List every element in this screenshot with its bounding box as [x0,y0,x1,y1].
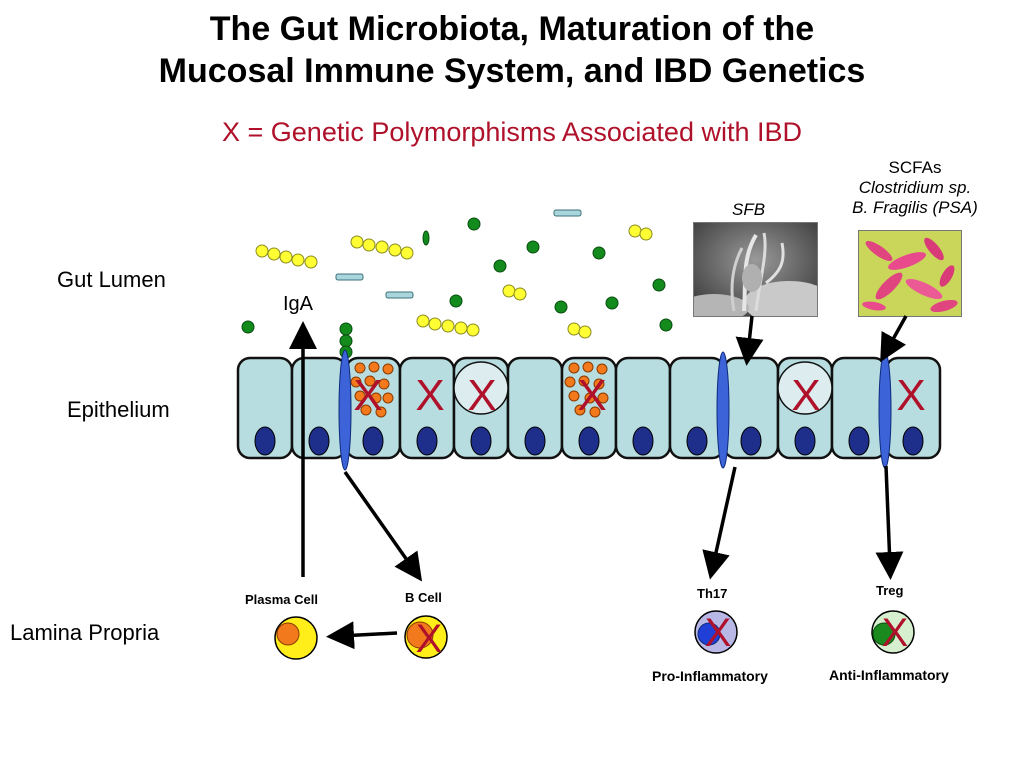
epithelial-cell [236,356,294,460]
yellow-chain [350,235,414,260]
pro-inflammatory-label: Pro-Inflammatory [652,668,768,684]
plasma-cell-label: Plasma Cell [245,592,318,607]
epithelial-cell [290,356,348,460]
epithelial-cell [830,356,888,460]
sfb-micrograph [693,222,818,317]
yellow-chain [416,314,480,337]
x-marker: X [353,371,382,420]
plasma-cell [274,616,318,660]
epithelial-cell [722,356,780,460]
epithelium-label: Epithelium [67,397,170,422]
arrows [289,315,908,650]
epithelial-cell [668,356,726,460]
yellow-chain [255,244,318,269]
sfb-label: SFB [732,200,766,219]
b-cell-label: B Cell [405,590,442,605]
th17-label: Th17 [697,586,728,601]
yellow-diplococcus [567,322,592,339]
epithelial-cell [506,356,564,460]
th17-cell [694,610,738,654]
yellow-bacteria-chains [255,224,653,339]
treg-cell [871,610,915,654]
th17-arrow [702,466,737,580]
x-marker: X [577,371,606,420]
scfa-arrow [880,315,908,363]
x-marker: X [882,611,909,655]
x-marker: X [415,371,444,420]
yellow-diplococcus [502,284,527,301]
green-bacteria [241,217,673,359]
scfa-line-2: Clostridium sp. [858,178,972,197]
lamina-propria-label: Lamina Propria [10,620,160,645]
b-cell-arrow [343,470,423,582]
iga-label: IgA [283,293,314,315]
gut-lumen-label: Gut Lumen [57,267,166,292]
subtitle: X = Genetic Polymorphisms Associated wit… [222,117,802,147]
x-marker: X [705,611,732,655]
yellow-diplococcus [628,224,653,241]
title: The Gut Microbiota, Maturation of the Mu… [0,8,1024,92]
treg-arrow [875,465,904,580]
goblet-cell-vacuoles [453,361,833,415]
title-line-1: The Gut Microbiota, Maturation of the [209,10,815,48]
epithelial-cell [398,356,456,460]
anti-inflammatory-label: Anti-Inflammatory [829,667,949,683]
sfb-arrow [735,315,764,366]
title-line-2: Mucosal Immune System, and IBD Genetics [158,52,866,90]
polymorphism-markers: X X X X X X X X X [353,371,925,661]
rod-bacteria [335,209,582,299]
x-marker: X [791,371,820,420]
scfa-line-3: B. Fragilis (PSA) [852,198,978,217]
scfa-line-1: SCFAs [888,158,942,177]
x-marker: X [467,371,496,420]
x-marker: X [896,371,925,420]
paneth-granules [350,361,609,418]
b-cell [404,615,448,659]
epithelial-cell [614,356,672,460]
scfa-label: SCFAs Clostridium sp. B. Fragilis (PSA) [830,158,1000,218]
transcytosis-channels [338,349,892,471]
x-marker: X [416,617,443,661]
plasma-cell-arrow [326,621,398,650]
clostridium-micrograph [858,230,962,317]
treg-label: Treg [876,583,904,598]
